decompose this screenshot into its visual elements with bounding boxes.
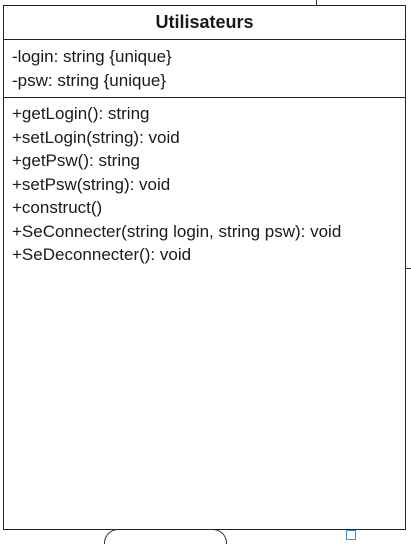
method-se-connecter: +SeConnecter(string login, string psw): … [12,221,342,241]
attributes-section: -login: string {unique} -psw: string {un… [4,40,405,98]
connector-curve-left [104,529,119,544]
methods-section: +getLogin(): string +setLogin(string): v… [4,98,405,267]
method-set-psw: +setPsw(string): void [12,174,171,194]
method-construct: +construct() [12,198,103,217]
connector-tick-right [406,268,411,269]
method-set-login: +setLogin(string): void [12,127,180,147]
class-title: Utilisateurs [4,6,405,40]
attribute-login: -login: string {unique} [12,47,172,66]
uml-class-utilisateurs[interactable]: Utilisateurs -login: string {unique} -ps… [3,5,406,530]
attribute-psw: -psw: string {unique} [12,70,167,90]
method-se-deconnecter: +SeDeconnecter(): void [12,245,192,264]
connector-tick-top [316,0,317,5]
method-get-psw: +getPsw(): string [12,151,141,170]
selection-handle[interactable] [346,530,356,540]
connector-curve-right [212,529,227,544]
method-get-login: +getLogin(): string [12,104,150,123]
